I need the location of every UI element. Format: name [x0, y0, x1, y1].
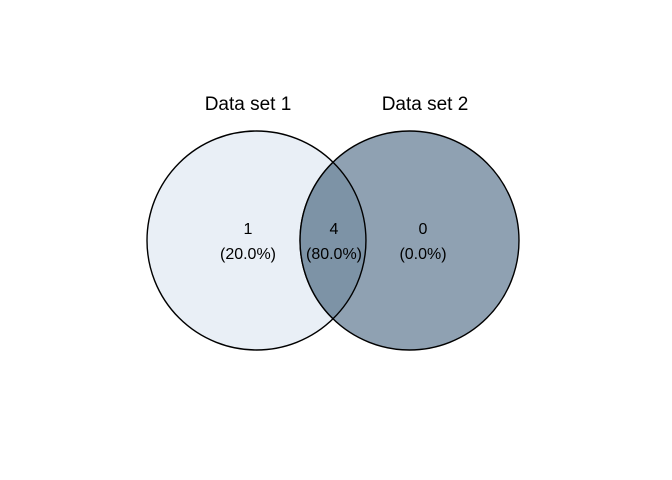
set1-only-percent: (20.0%) — [220, 246, 276, 263]
set2-only-count: 0 — [419, 221, 428, 238]
overlap-percent: (80.0%) — [306, 246, 362, 263]
set2-title: Data set 2 — [382, 94, 469, 115]
set2-only-percent: (0.0%) — [399, 246, 446, 263]
set1-only-count: 1 — [244, 221, 253, 238]
overlap-count: 4 — [330, 221, 339, 238]
set1-title: Data set 1 — [205, 94, 292, 115]
overlap-region — [299, 161, 367, 320]
